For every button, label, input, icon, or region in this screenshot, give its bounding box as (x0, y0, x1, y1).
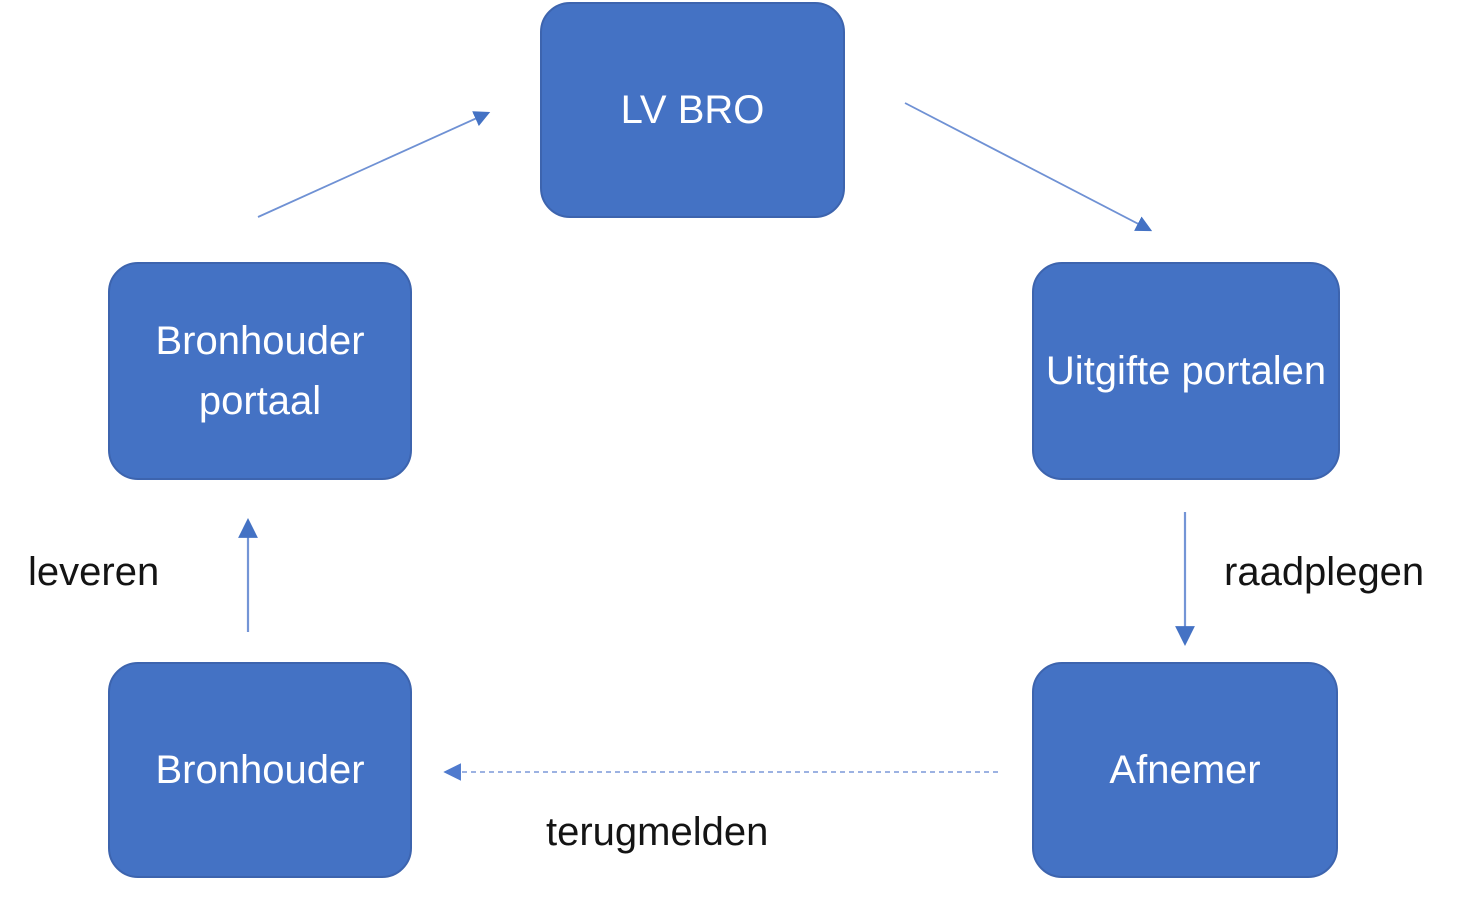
node-afnemer-label: Afnemer (1109, 748, 1261, 792)
node-bronhouder-portaal-label: Bronhouder portaal (155, 319, 365, 423)
node-bronhouder-label: Bronhouder (155, 748, 365, 792)
node-lv-bro-label: LV BRO (620, 88, 765, 132)
node-uitgifte-portalen-label: Uitgifte portalen (1045, 349, 1327, 393)
node-uitgifte-portalen: Uitgifte portalen (1032, 262, 1340, 480)
edge-bronhouderportaal-to-lvbro-arrow (257, 111, 491, 218)
node-afnemer: Afnemer (1032, 662, 1338, 878)
edge-lvbro-to-uitgifteportalen-arrow (904, 102, 1153, 232)
edge-label-raadplegen: raadplegen (1224, 550, 1425, 594)
node-lv-bro: LV BRO (540, 2, 845, 218)
edge-label-leveren: leveren (28, 550, 160, 594)
node-bronhouder: Bronhouder (108, 662, 412, 878)
node-bronhouder-portaal: Bronhouder portaal (108, 262, 412, 480)
edge-label-terugmelden: terugmelden (546, 810, 769, 854)
